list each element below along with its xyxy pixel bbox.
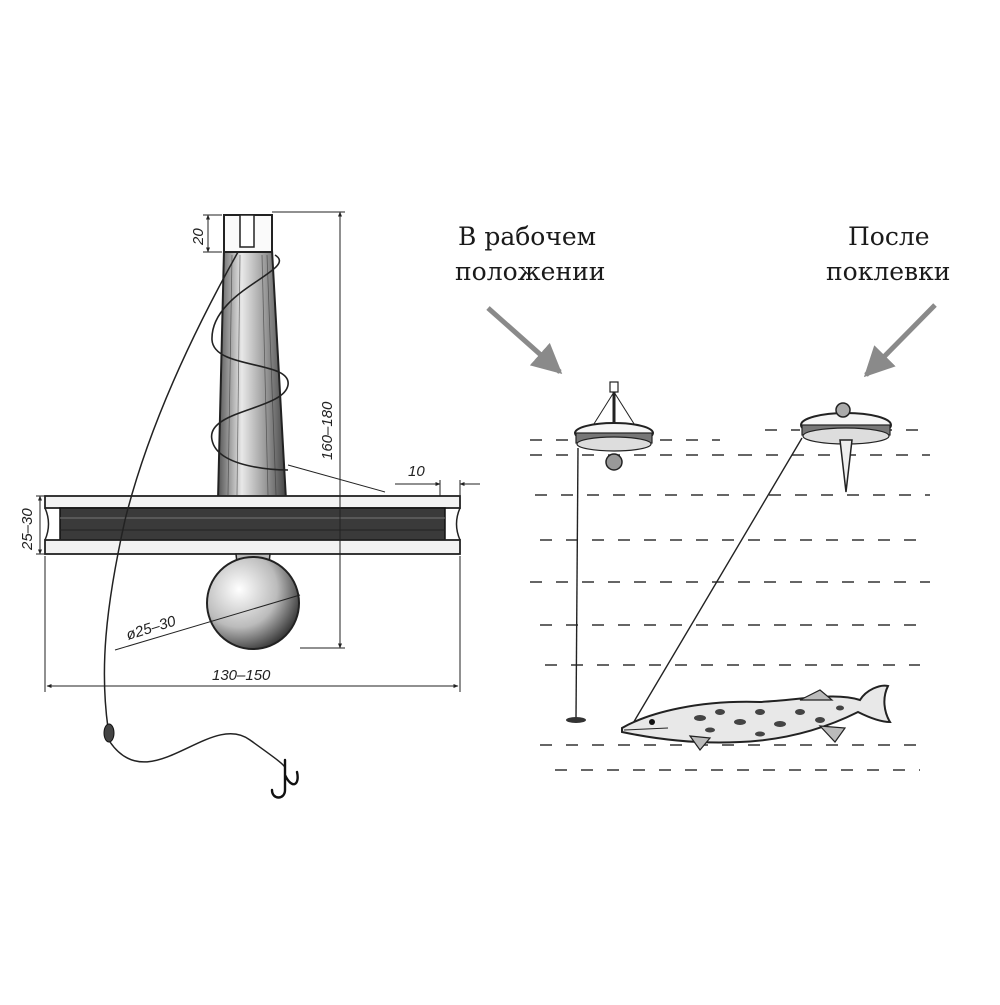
float-bite [631,402,892,726]
dim-height-label: 160–180 [319,401,336,460]
arrow-working [486,306,563,374]
caption-working-1: В рабочем [458,222,596,251]
dim-ball-leader [114,594,301,651]
pike-spots [694,705,844,737]
dim-diameter-label: 130–150 [212,667,271,684]
dim-thickness [36,495,55,555]
dim-rim [287,464,480,496]
caption-working-2: положении [455,257,605,286]
fishing-line [103,251,239,729]
dim-height [272,211,345,649]
line-slot [239,214,255,248]
pike-fish [621,684,892,751]
post-shading [227,254,277,496]
caption-bite-2: поклевки [826,257,950,286]
leader-line [109,733,286,769]
water-lines [530,429,930,771]
wound-line [211,254,289,471]
dim-rim-label: 10 [408,463,425,480]
arrow-bite [863,303,937,378]
dim-top [203,214,222,253]
dim-top-label: 20 [190,228,207,246]
hook-icon [270,758,299,799]
float-construction: 20 160–180 10 25–30 ø25–30 [19,211,480,799]
water-scene: В рабочем положении После поклевки [455,222,950,771]
float-working [566,381,654,723]
dim-thickness-label: 25–30 [19,508,36,551]
float-disc [44,495,461,555]
dim-diameter [44,556,461,692]
swivel [103,723,115,743]
float-ball [206,556,300,650]
caption-bite-1: После [848,222,930,251]
